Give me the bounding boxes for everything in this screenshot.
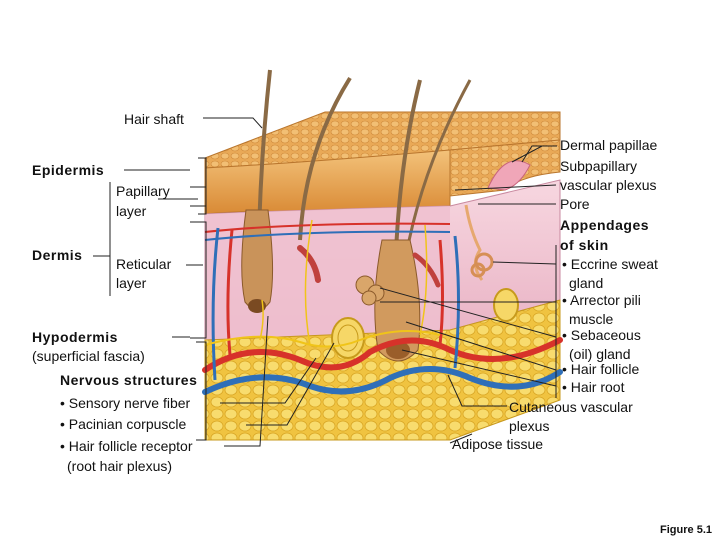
label-arrector-line2: muscle — [569, 311, 613, 328]
label-arrector-line1: • Arrector pili — [562, 292, 641, 309]
label-appendages-line1: Appendages — [560, 217, 649, 234]
label-eccrine-line1: • Eccrine sweat — [562, 256, 658, 273]
label-hair-shaft: Hair shaft — [124, 111, 184, 128]
label-subpapillary-line1: Subpapillary — [560, 158, 637, 175]
label-papillary-line1: Papillary — [116, 183, 170, 200]
label-superficial-fascia: (superficial fascia) — [32, 348, 145, 365]
pacinian-corpuscle-1 — [332, 318, 364, 358]
label-reticular-line1: Reticular — [116, 256, 171, 273]
label-dermal-papillae: Dermal papillae — [560, 137, 657, 154]
label-nervous-structures: Nervous structures — [60, 372, 197, 389]
label-pacinian-corpuscle: • Pacinian corpuscle — [60, 416, 186, 433]
label-hair-follicle-receptor: • Hair follicle receptor — [60, 438, 193, 455]
label-hypodermis: Hypodermis — [32, 329, 118, 346]
label-hair-follicle: • Hair follicle — [562, 361, 639, 378]
label-sensory-nerve-fiber: • Sensory nerve fiber — [60, 395, 190, 412]
label-root-hair-plexus: (root hair plexus) — [67, 458, 172, 475]
label-sebaceous-line1: • Sebaceous — [562, 327, 641, 344]
label-hair-root: • Hair root — [562, 379, 624, 396]
label-appendages-line2: of skin — [560, 237, 609, 254]
pacinian-corpuscle-2 — [494, 289, 518, 321]
label-adipose-tissue: Adipose tissue — [452, 436, 543, 453]
label-cutaneous-line2: plexus — [509, 418, 549, 435]
label-cutaneous-line1: Cutaneous vascular — [509, 399, 633, 416]
label-dermis: Dermis — [32, 247, 82, 264]
label-reticular-line2: layer — [116, 275, 146, 292]
label-pore: Pore — [560, 196, 590, 213]
label-eccrine-line2: gland — [569, 275, 603, 292]
label-papillary-line2: layer — [116, 203, 146, 220]
hair-follicle-left — [242, 210, 273, 310]
figure-caption: Figure 5.1 — [660, 524, 712, 536]
label-subpapillary-line2: vascular plexus — [560, 177, 657, 194]
label-epidermis: Epidermis — [32, 162, 104, 179]
